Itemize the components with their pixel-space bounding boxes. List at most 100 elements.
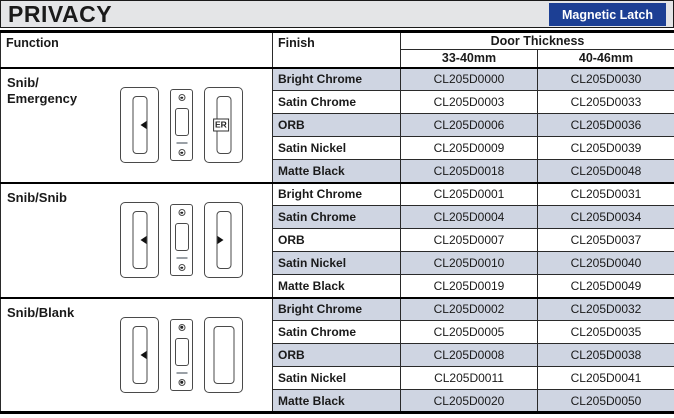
title-bar: PRIVACY Magnetic Latch: [0, 0, 674, 28]
table-row: Matte Black CL205D0018 CL205D0048: [1, 159, 674, 183]
snib-plate-icon: [120, 316, 159, 393]
magnetic-latch-icon: [174, 337, 189, 366]
group-snib-emergency: Snib/ Emergency ER: [0, 66, 674, 183]
table-header: Function Finish Door Thickness 33-40mm 4…: [0, 31, 674, 69]
finish-cell: Bright Chrome: [272, 296, 401, 321]
finish-cell: Bright Chrome: [272, 181, 401, 206]
product-code-cell: CL205D0038: [537, 343, 674, 367]
product-code-cell: CL205D0049: [537, 274, 674, 298]
finish-cell: Bright Chrome: [272, 66, 401, 91]
product-code-cell: CL205D0048: [537, 159, 674, 183]
brand-mark-icon: [176, 371, 187, 374]
product-code-cell: CL205D0020: [400, 389, 538, 413]
product-code-cell: CL205D0006: [400, 113, 538, 137]
finish-cell: Satin Chrome: [272, 205, 401, 229]
product-code-cell: CL205D0004: [400, 205, 538, 229]
snib-emergency-plates-drawing: ER: [120, 87, 243, 163]
table-row: Matte Black CL205D0020 CL205D0050: [1, 389, 674, 413]
table-row: ORB CL205D0007 CL205D0037: [1, 228, 674, 252]
magnetic-latch-icon: [174, 223, 189, 251]
function-label: Snib/Blank: [7, 304, 75, 320]
function-cell-snib-snib: Snib/Snib: [0, 181, 273, 298]
product-code-cell: CL205D0039: [537, 136, 674, 160]
screw-icon: [178, 264, 185, 271]
snib-indicator-icon: [140, 121, 146, 129]
product-code-cell: CL205D0050: [537, 389, 674, 413]
product-code-cell: CL205D0009: [400, 136, 538, 160]
product-code-cell: CL205D0033: [537, 90, 674, 114]
table-row: Snib/Blank Bright Chrome: [0, 296, 674, 413]
finish-cell: Matte Black: [272, 389, 401, 413]
finish-cell: Satin Nickel: [272, 366, 401, 390]
finish-cell: Satin Nickel: [272, 251, 401, 275]
screw-icon: [178, 378, 185, 386]
product-code-cell: CL205D0003: [400, 90, 538, 114]
snib-indicator-icon: [140, 350, 146, 359]
product-code-cell: CL205D0037: [537, 228, 674, 252]
product-code-cell: CL205D0002: [400, 296, 538, 321]
snib-indicator-icon: [217, 236, 223, 244]
snib-blank-plates-drawing: [120, 316, 243, 393]
edge-plate-icon: [170, 318, 193, 391]
product-code-cell: CL205D0041: [537, 366, 674, 390]
finish-cell: ORB: [272, 113, 401, 137]
product-code-cell: CL205D0030: [537, 66, 674, 91]
table-row: Satin Chrome CL205D0005 CL205D0035: [1, 320, 674, 344]
snib-indicator-icon: [140, 236, 146, 244]
emergency-release-label: ER: [213, 118, 229, 132]
product-code-cell: CL205D0034: [537, 205, 674, 229]
product-code-cell: CL205D0008: [400, 343, 538, 367]
table-row: Matte Black CL205D0019 CL205D0049: [1, 274, 674, 298]
table-row: Snib/Snib Bright Chrome: [0, 181, 674, 298]
finish-cell: Satin Nickel: [272, 136, 401, 160]
blank-plate-icon: [204, 316, 243, 393]
column-header-33-40mm: 33-40mm: [400, 49, 538, 69]
function-cell-snib-blank: Snib/Blank: [0, 296, 273, 413]
product-code-cell: CL205D0010: [400, 251, 538, 275]
screw-icon: [178, 323, 185, 331]
product-code-cell: CL205D0040: [537, 251, 674, 275]
screw-icon: [178, 149, 185, 156]
product-code-cell: CL205D0000: [400, 66, 538, 91]
column-header-function: Function: [0, 31, 273, 69]
group-snib-snib: Snib/Snib Bright Chrome: [0, 181, 674, 298]
brand-mark-icon: [176, 257, 187, 259]
product-code-cell: CL205D0005: [400, 320, 538, 344]
product-code-cell: CL205D0001: [400, 181, 538, 206]
product-code-cell: CL205D0019: [400, 274, 538, 298]
snib-plate-icon: [120, 202, 159, 278]
product-code-cell: CL205D0031: [537, 181, 674, 206]
emergency-release-plate-icon: ER: [204, 87, 243, 163]
product-code-cell: CL205D0036: [537, 113, 674, 137]
column-header-door-thickness: Door Thickness: [400, 31, 674, 50]
table-row: Satin Nickel CL205D0010 CL205D0040: [1, 251, 674, 275]
edge-plate-icon: [170, 89, 193, 161]
function-cell-snib-emergency: Snib/ Emergency ER: [0, 66, 273, 183]
snib-plate-icon: [120, 87, 159, 163]
snib-snib-plates-drawing: [120, 202, 243, 278]
magnetic-latch-icon: [174, 108, 189, 136]
finish-cell: Matte Black: [272, 159, 401, 183]
finish-cell: ORB: [272, 228, 401, 252]
finish-cell: ORB: [272, 343, 401, 367]
product-code-cell: CL205D0007: [400, 228, 538, 252]
product-code-cell: CL205D0011: [400, 366, 538, 390]
function-label: Snib/ Emergency: [7, 74, 78, 106]
screw-icon: [178, 94, 185, 101]
finish-cell: Satin Chrome: [272, 90, 401, 114]
table-row: Satin Chrome CL205D0003 CL205D0033: [1, 90, 674, 114]
function-label: Snib/Snib: [7, 189, 67, 205]
screw-icon: [178, 209, 185, 216]
finish-cell: Matte Black: [272, 274, 401, 298]
group-snib-blank: Snib/Blank Bright Chrome: [0, 296, 674, 413]
edge-plate-icon: [170, 204, 193, 276]
table-row: Snib/ Emergency ER: [0, 66, 674, 183]
column-header-40-46mm: 40-46mm: [537, 49, 674, 69]
brand-mark-icon: [176, 142, 187, 144]
page-title: PRIVACY: [8, 1, 113, 27]
product-code-cell: CL205D0032: [537, 296, 674, 321]
product-code-cell: CL205D0035: [537, 320, 674, 344]
snib-plate-icon: [204, 202, 243, 278]
column-header-finish: Finish: [272, 31, 401, 69]
magnetic-latch-badge: Magnetic Latch: [549, 3, 666, 26]
